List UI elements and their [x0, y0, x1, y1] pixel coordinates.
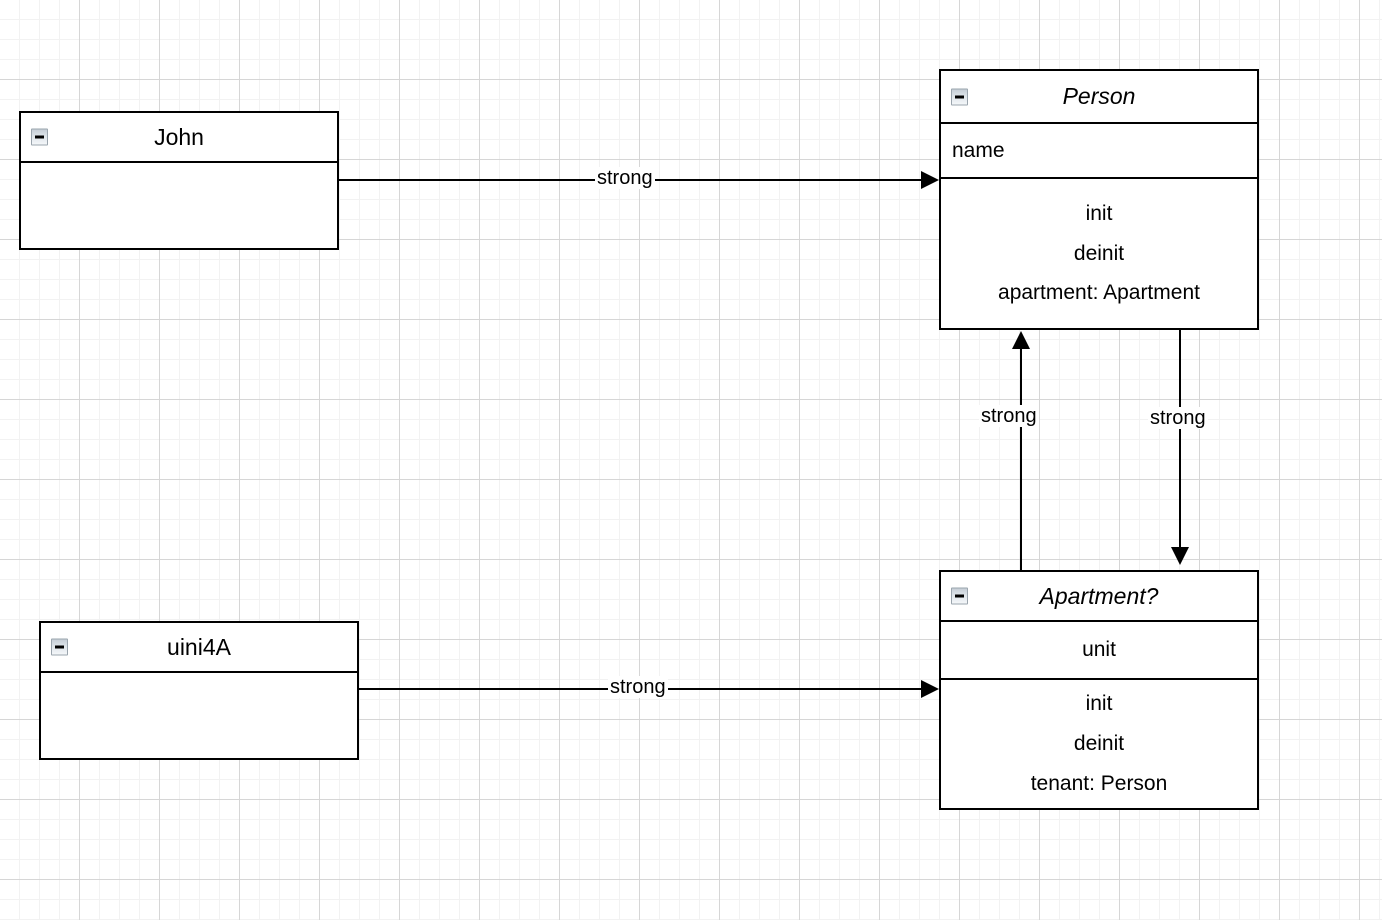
minus-bar: [35, 135, 44, 139]
minus-bar: [955, 594, 964, 598]
edge-person-to-apartment-line[interactable]: [1179, 330, 1181, 549]
class-title-john: John: [154, 123, 204, 150]
collapse-minus-icon[interactable]: [51, 638, 68, 656]
class-box-uini4a[interactable]: uini4A: [39, 621, 359, 760]
method-row: apartment: Apartment: [998, 281, 1200, 305]
edge-label-john-to-person: strong: [595, 167, 655, 189]
method-row: init: [1085, 201, 1113, 225]
edge-john-to-person-arrowhead: [921, 171, 939, 189]
edge-apartment-to-person-arrowhead: [1012, 331, 1030, 349]
class-body-uini4a: [41, 673, 357, 758]
edge-label-apartment-to-person: strong: [979, 405, 1039, 427]
class-title-apartment: Apartment?: [1039, 582, 1159, 609]
method-row: deinit: [1073, 241, 1125, 265]
class-box-john[interactable]: John: [19, 111, 339, 250]
class-title-uini4a: uini4A: [167, 633, 231, 660]
class-title-person: Person: [1062, 83, 1136, 109]
method-row: deinit: [1073, 732, 1125, 756]
edge-person-to-apartment-arrowhead: [1171, 547, 1189, 565]
class-attributes-person: name: [941, 124, 1257, 179]
class-box-person[interactable]: Person name init deinit apartment: Apart…: [939, 69, 1259, 330]
minus-bar: [955, 95, 964, 98]
method-row: tenant: Person: [1030, 771, 1168, 795]
minus-bar: [55, 645, 64, 649]
class-attributes-apartment: unit: [941, 622, 1257, 680]
class-methods-person: init deinit apartment: Apartment: [941, 179, 1257, 328]
class-header-john[interactable]: John: [21, 113, 337, 163]
class-header-uini4a[interactable]: uini4A: [41, 623, 357, 673]
attribute-row: name: [952, 138, 1005, 162]
class-header-person[interactable]: Person: [941, 71, 1257, 124]
class-header-apartment[interactable]: Apartment?: [941, 572, 1257, 622]
edge-label-uini4a-to-apartment: strong: [608, 676, 668, 698]
collapse-minus-icon[interactable]: [951, 88, 968, 105]
collapse-minus-icon[interactable]: [31, 128, 48, 146]
class-methods-apartment: init deinit tenant: Person: [941, 680, 1257, 808]
attribute-row: unit: [1082, 638, 1116, 662]
class-box-apartment[interactable]: Apartment? unit init deinit tenant: Pers…: [939, 570, 1259, 810]
edge-uini4a-to-apartment-arrowhead: [921, 680, 939, 698]
class-body-john: [21, 163, 337, 248]
method-row: init: [1085, 692, 1113, 716]
collapse-minus-icon[interactable]: [951, 587, 968, 605]
edge-apartment-to-person-line[interactable]: [1020, 348, 1022, 570]
edge-label-person-to-apartment: strong: [1148, 407, 1208, 429]
